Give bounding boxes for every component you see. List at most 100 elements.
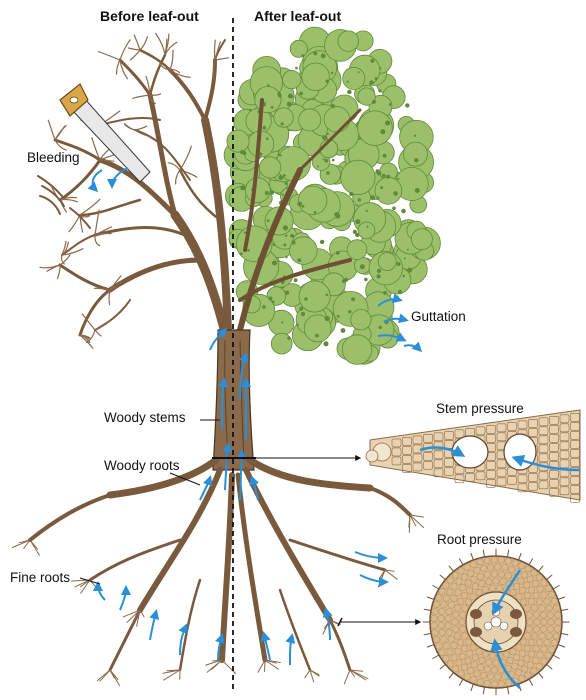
twig bbox=[125, 124, 135, 130]
foliage-detail bbox=[379, 67, 381, 69]
foliage-detail bbox=[326, 171, 330, 175]
foliage-detail bbox=[297, 258, 301, 262]
foliage-detail bbox=[393, 191, 398, 196]
foliage-detail bbox=[283, 225, 288, 230]
stem-pressure-section bbox=[366, 410, 580, 502]
foliage-detail bbox=[380, 129, 385, 134]
foliage-detail bbox=[267, 84, 270, 87]
foliage-detail bbox=[415, 188, 420, 193]
before-leaf-out-heading: Before leaf-out bbox=[100, 8, 199, 24]
foliage-detail bbox=[301, 54, 304, 57]
foliage-clump bbox=[375, 177, 402, 204]
foliage-detail bbox=[240, 252, 243, 255]
foliage-detail bbox=[389, 103, 392, 106]
foliage-detail bbox=[366, 210, 368, 212]
foliage-detail bbox=[314, 211, 317, 214]
foliage-detail bbox=[281, 321, 283, 323]
root-hair bbox=[265, 660, 266, 672]
foliage-clump bbox=[299, 281, 330, 312]
twig bbox=[95, 321, 110, 331]
foliage-detail bbox=[323, 158, 325, 160]
foliage-detail bbox=[265, 191, 269, 195]
foliage-detail bbox=[370, 195, 375, 200]
foliage-clump bbox=[271, 333, 292, 354]
foliage-detail bbox=[285, 235, 287, 237]
foliage-detail bbox=[262, 126, 266, 130]
foliage-detail bbox=[403, 275, 405, 277]
foliage-detail bbox=[299, 92, 303, 96]
foliage-detail bbox=[304, 297, 308, 301]
foliage-detail bbox=[341, 328, 346, 333]
foliage-detail bbox=[386, 175, 390, 179]
foliage-detail bbox=[317, 166, 319, 168]
foliage-clump bbox=[255, 87, 281, 113]
foliage-detail bbox=[294, 278, 298, 282]
foliage-clump bbox=[302, 63, 330, 91]
foliage-detail bbox=[360, 264, 365, 269]
twig bbox=[116, 60, 120, 74]
foliage-clump bbox=[341, 160, 375, 194]
foliage-detail bbox=[344, 278, 348, 282]
foliage-detail bbox=[353, 230, 357, 234]
foliage-detail bbox=[281, 122, 284, 125]
foliage-detail bbox=[321, 54, 326, 59]
roots bbox=[30, 460, 410, 670]
foliage-detail bbox=[288, 94, 293, 99]
root-hair bbox=[305, 670, 310, 678]
foliage-detail bbox=[302, 205, 305, 208]
foliage-detail bbox=[395, 295, 398, 298]
foliage-detail bbox=[382, 174, 386, 178]
foliage-detail bbox=[347, 90, 351, 94]
foliage-detail bbox=[414, 135, 416, 137]
foliage-detail bbox=[301, 312, 305, 316]
foliage-detail bbox=[358, 71, 360, 73]
foliage-detail bbox=[385, 121, 390, 126]
foliage-detail bbox=[325, 316, 330, 321]
foliage-detail bbox=[327, 133, 329, 135]
foliage-detail bbox=[347, 81, 349, 83]
foliage-detail bbox=[337, 315, 340, 318]
bare-twigs bbox=[40, 33, 229, 348]
foliage-detail bbox=[348, 310, 351, 313]
foliage-detail bbox=[377, 274, 381, 278]
foliage-clump bbox=[283, 70, 301, 88]
woody-stems-label: Woody stems bbox=[104, 410, 186, 425]
foliage-detail bbox=[377, 171, 382, 176]
twig bbox=[135, 126, 147, 130]
foliage-detail bbox=[355, 219, 360, 224]
foliage-detail bbox=[285, 182, 288, 185]
foliage-detail bbox=[296, 323, 299, 326]
bleeding-label: Bleeding bbox=[27, 150, 80, 165]
foliage-detail bbox=[369, 80, 373, 84]
foliage-detail bbox=[249, 109, 251, 111]
after-leaf-out-heading: After leaf-out bbox=[254, 8, 341, 24]
foliage-clump bbox=[351, 310, 371, 330]
guttation-label: Guttation bbox=[411, 309, 466, 324]
foliage-detail bbox=[247, 249, 250, 252]
foliage-clump bbox=[342, 335, 372, 365]
foliage-detail bbox=[283, 244, 286, 247]
foliage-detail bbox=[366, 226, 368, 228]
foliage-detail bbox=[297, 202, 302, 207]
foliage-detail bbox=[287, 337, 290, 340]
saw-icon bbox=[60, 84, 150, 182]
twig bbox=[180, 146, 191, 170]
foliage-detail bbox=[335, 214, 340, 219]
foliage-clump bbox=[343, 67, 365, 89]
foliage-detail bbox=[299, 307, 303, 311]
foliage-detail bbox=[372, 100, 376, 104]
twig bbox=[120, 40, 130, 60]
root-hair bbox=[344, 670, 350, 684]
foliage-detail bbox=[383, 154, 387, 158]
foliage-detail bbox=[326, 80, 329, 83]
foliage-detail bbox=[268, 297, 272, 301]
twig bbox=[95, 235, 100, 246]
foliage-detail bbox=[397, 178, 399, 180]
root-hair bbox=[350, 670, 366, 680]
foliage-detail bbox=[377, 197, 380, 200]
foliage-clump bbox=[299, 109, 321, 131]
twig bbox=[176, 170, 180, 184]
foliage-detail bbox=[407, 249, 409, 251]
foliage-detail bbox=[270, 191, 274, 195]
